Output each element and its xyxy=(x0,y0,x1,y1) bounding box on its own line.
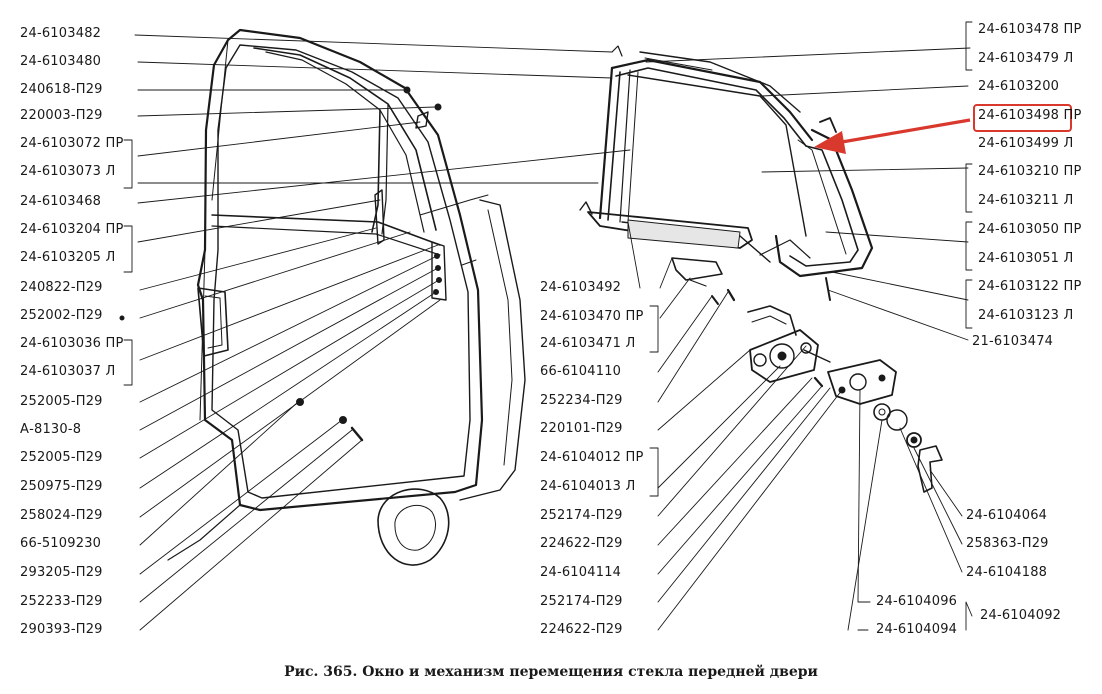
part-label: 24-6104094 xyxy=(876,622,958,637)
part-label: 220003-П29 xyxy=(20,108,103,123)
leader-lines xyxy=(123,21,973,631)
part-label: 24-6104092 xyxy=(980,608,1062,623)
part-label: 252002-П29 xyxy=(20,308,103,323)
part-label: 24-6103122 ПР xyxy=(978,279,1082,294)
part-label: 24-6104012 ПР xyxy=(540,450,644,465)
part-label-highlighted: 24-6103498 ПР xyxy=(978,108,1082,123)
part-label: 24-6103211 Л xyxy=(978,193,1074,208)
part-label: 290393-П29 xyxy=(20,622,103,637)
part-label: 24-6104096 xyxy=(876,594,958,609)
part-label: 24-6103051 Л xyxy=(978,251,1074,266)
part-label: 24-6103204 ПР xyxy=(20,222,124,237)
part-label: 252005-П29 xyxy=(20,450,103,465)
part-label: 24-6103468 xyxy=(20,194,102,209)
part-label: 258024-П29 xyxy=(20,508,103,523)
part-label: 24-6103471 Л xyxy=(540,336,636,351)
window-glass-drawing xyxy=(579,45,874,301)
part-label: 220101-П29 xyxy=(540,421,623,436)
part-label: 24-6104064 xyxy=(966,508,1048,523)
part-label: 24-6103482 xyxy=(20,26,102,41)
part-label: 21-6103474 xyxy=(972,334,1054,349)
part-label: А-8130-8 xyxy=(20,422,82,437)
part-label: 252234-П29 xyxy=(540,393,623,408)
part-label: 24-6103470 ПР xyxy=(540,309,644,324)
figure-caption: Рис. 365. Окно и механизм перемещения ст… xyxy=(284,664,818,680)
part-label: 24-6103200 xyxy=(978,79,1060,94)
part-label: 24-6103499 Л xyxy=(978,136,1074,151)
part-label: 24-6103479 Л xyxy=(978,51,1074,66)
part-label: 24-6103036 ПР xyxy=(20,336,124,351)
part-label: 258363-П29 xyxy=(966,536,1049,551)
part-label: 24-6103210 ПР xyxy=(978,164,1082,179)
part-label: 240618-П29 xyxy=(20,82,103,97)
part-label: 24-6103492 xyxy=(540,280,622,295)
part-label: 24-6103072 ПР xyxy=(20,136,124,151)
part-label: 24-6103050 ПР xyxy=(978,222,1082,237)
part-label: 24-6103205 Л xyxy=(20,250,116,265)
part-label: 224622-П29 xyxy=(540,622,623,637)
highlight-box xyxy=(973,104,1072,132)
part-label: 66-5109230 xyxy=(20,536,102,551)
part-label: 252174-П29 xyxy=(540,508,623,523)
part-label: 66-6104110 xyxy=(540,364,622,379)
part-label: 24-6103037 Л xyxy=(20,364,116,379)
part-label: 24-6104188 xyxy=(966,565,1048,580)
regulator-mechanism-drawing xyxy=(711,288,943,493)
part-label: 24-6103478 ПР xyxy=(978,22,1082,37)
part-label: 293205-П29 xyxy=(20,565,103,580)
part-label: 240822-П29 xyxy=(20,280,103,295)
part-label: 252005-П29 xyxy=(20,394,103,409)
part-label: 24-6104114 xyxy=(540,565,622,580)
part-label: 24-6103480 xyxy=(20,54,102,69)
part-label: 24-6103073 Л xyxy=(20,164,116,179)
part-label: 24-6104013 Л xyxy=(540,479,636,494)
door-frame-drawing xyxy=(119,28,526,566)
highlight-arrow xyxy=(814,118,971,154)
part-label: 252174-П29 xyxy=(540,594,623,609)
part-label: 24-6103123 Л xyxy=(978,308,1074,323)
part-label: 252233-П29 xyxy=(20,594,103,609)
part-label: 224622-П29 xyxy=(540,536,623,551)
part-label: 250975-П29 xyxy=(20,479,103,494)
